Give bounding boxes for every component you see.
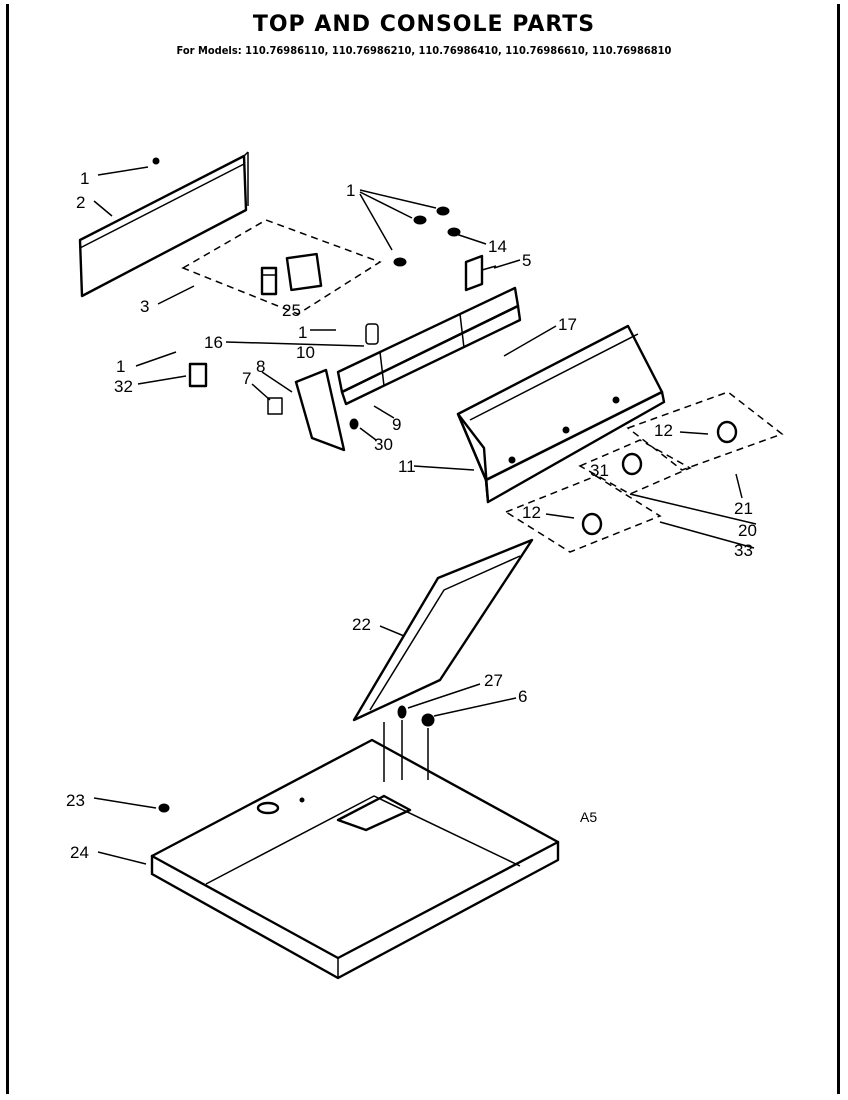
- callout-1-center: 1: [298, 323, 307, 342]
- callout-23: 23: [66, 791, 85, 810]
- part-screws-upper: [393, 206, 461, 267]
- callout-25: 25: [282, 301, 301, 320]
- callout-30: 30: [374, 435, 393, 454]
- callout-22: 22: [352, 615, 371, 634]
- callout-32: 32: [114, 377, 133, 396]
- callout-16: 16: [204, 333, 223, 352]
- part-knob-31: [621, 452, 643, 476]
- callout-9: 9: [392, 415, 401, 434]
- callout-14: 14: [488, 237, 507, 256]
- callout-2: 2: [76, 193, 85, 212]
- callout-5: 5: [522, 251, 531, 270]
- page-title: TOP AND CONSOLE PARTS: [252, 12, 596, 37]
- part-knob-12-lower: [581, 512, 603, 536]
- part-knob-group-20: [578, 439, 692, 495]
- part-top-cover: [352, 538, 534, 722]
- part-switch-16: [365, 323, 379, 345]
- part-9: [349, 418, 359, 430]
- part-screw-6: [421, 713, 435, 727]
- callout-12-lower: 12: [522, 503, 541, 522]
- part-plug-23: [158, 803, 170, 813]
- callout-31: 31: [590, 461, 609, 480]
- callout-1-left: 1: [116, 357, 125, 376]
- part-console: [456, 324, 666, 504]
- callout-1-upper-left: 1: [80, 169, 89, 188]
- part-control-bracket: [336, 286, 522, 406]
- part-mounting-plate-outline: [181, 219, 382, 315]
- diagram-code: A5: [580, 809, 597, 825]
- callout-17: 17: [558, 315, 577, 334]
- part-knob-group-33: [504, 475, 662, 553]
- part-bracket-5: [464, 254, 497, 292]
- part-timer: [260, 252, 323, 296]
- part-32: [188, 362, 208, 388]
- callout-12-upper: 12: [654, 421, 673, 440]
- callout-21: 21: [734, 499, 753, 518]
- part-top: [150, 738, 560, 980]
- part-7: [267, 397, 283, 415]
- model-list: For Models: 110.76986110, 110.76986210, …: [176, 44, 672, 57]
- page-frame: [6, 4, 840, 1094]
- part-knob-group-21: [626, 391, 784, 471]
- callout-labels: 1 2 3 1 14 5 25 17 16 1 10 1 32 8 7 9 30…: [66, 169, 757, 862]
- callout-8: 8: [256, 357, 265, 376]
- part-knob-12-upper: [716, 420, 738, 444]
- callout-20: 20: [738, 521, 757, 540]
- callout-11: 11: [398, 457, 416, 476]
- callout-7: 7: [242, 369, 251, 388]
- callout-33: 33: [734, 541, 753, 560]
- callout-1-upper-center: 1: [346, 181, 355, 200]
- callout-6: 6: [518, 687, 527, 706]
- part-back-panel: [78, 151, 249, 298]
- part-8-panel: [294, 368, 346, 452]
- callout-24: 24: [70, 843, 89, 862]
- leader-lines: [93, 166, 757, 865]
- part-screw-27: [397, 705, 407, 719]
- callout-10: 10: [296, 343, 315, 362]
- callout-27: 27: [484, 671, 503, 690]
- callout-3: 3: [140, 297, 149, 316]
